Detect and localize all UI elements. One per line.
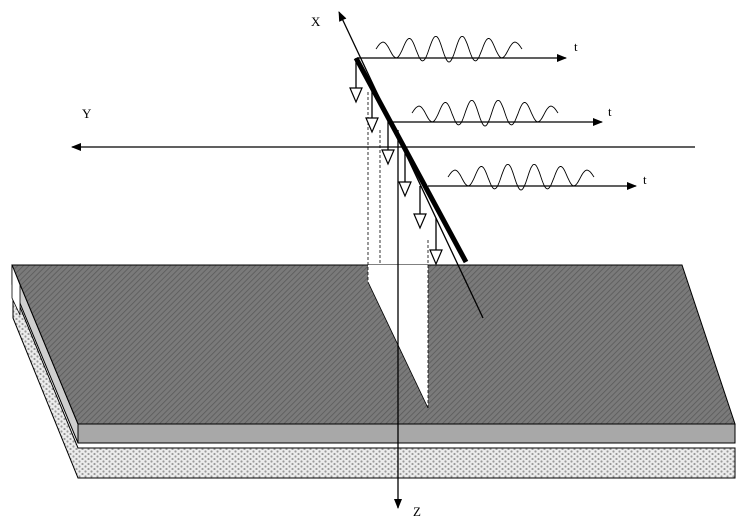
- time-signals: [358, 35, 637, 191]
- line-source-thick: [353, 56, 469, 264]
- source-arrows: [349, 58, 443, 266]
- axis-y-label: Y: [82, 106, 92, 121]
- source-arrow: [349, 58, 363, 104]
- axis-x-label: X: [311, 14, 321, 29]
- axes: [71, 11, 695, 509]
- source-arrow: [365, 88, 379, 134]
- axis-z-label: Z: [413, 504, 421, 517]
- source-arrow: [381, 120, 395, 166]
- wave-signal: [411, 99, 559, 127]
- time-label-1: t: [574, 39, 578, 54]
- source-arrow: [413, 186, 427, 230]
- time-label-3: t: [643, 172, 647, 187]
- source-arrow: [398, 152, 412, 198]
- substrate-front-face: [12, 289, 736, 479]
- wave-signal: [447, 163, 595, 191]
- time-label-2: t: [608, 104, 612, 119]
- wave-signal: [375, 35, 523, 63]
- source-arrow: [429, 218, 443, 266]
- plate-front-edge: [77, 423, 736, 444]
- plate-structure: [11, 264, 736, 479]
- plate-left-notch: [11, 264, 21, 316]
